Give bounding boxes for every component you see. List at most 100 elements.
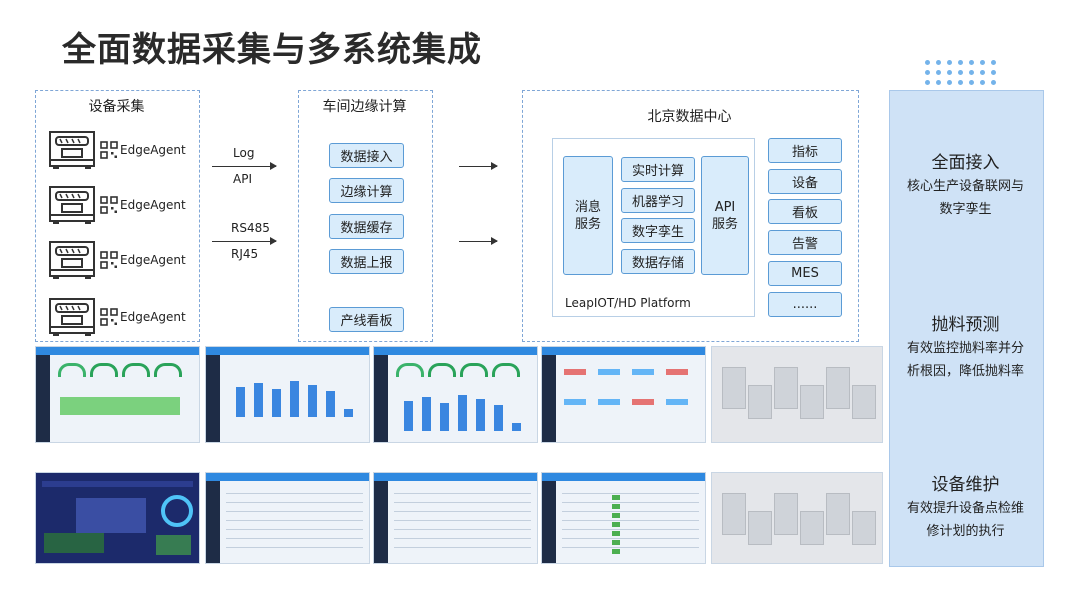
table-row-line	[562, 538, 699, 539]
thumb-header	[542, 473, 705, 481]
screenshot-thumbnail-factory-3d-model	[711, 346, 883, 443]
thumb-header	[36, 347, 199, 355]
machine-shape	[748, 511, 772, 545]
edge-group-label: 车间边缘计算	[322, 99, 407, 115]
compute-item-box: 实时计算	[621, 157, 695, 182]
machine-shape	[852, 511, 876, 545]
bar-mark	[308, 385, 317, 417]
app-item-box: 指标	[768, 138, 842, 163]
dot	[958, 70, 963, 75]
thumb-header	[206, 473, 369, 481]
status-badge	[612, 504, 620, 509]
table-row-line	[226, 502, 363, 503]
arrow-log-api	[212, 162, 277, 170]
status-strip	[60, 397, 180, 415]
machine-shape	[826, 493, 850, 535]
dot	[947, 60, 952, 65]
machine-icon	[49, 298, 95, 336]
gauge-mark	[58, 363, 86, 377]
bar-mark	[458, 395, 467, 431]
edge-item-box: 数据接入	[329, 143, 404, 168]
edge-agent-row: EdgeAgent	[48, 297, 186, 337]
app-item-box: 看板	[768, 199, 842, 224]
device-group	[35, 90, 200, 342]
message-service-box: 消息 服务	[563, 156, 613, 275]
edge-item-box: 数据缓存	[329, 214, 404, 239]
machine-icon	[49, 241, 95, 279]
bar-mark	[326, 391, 335, 417]
protocol-rj45-label: RJ45	[231, 247, 259, 261]
compute-item-box: 机器学习	[621, 188, 695, 213]
edge-agent-label: EdgeAgent	[120, 310, 186, 324]
bar-mark	[254, 383, 263, 417]
screenshot-thumbnail-factory-3d-model	[711, 472, 883, 564]
dash-chart	[156, 535, 191, 555]
table-row-line	[394, 502, 531, 503]
bar-mark	[422, 397, 431, 431]
machine-shape	[774, 367, 798, 409]
table-row-line	[562, 529, 699, 530]
screenshot-thumbnail-flow-diagram	[541, 346, 706, 443]
screenshot-thumbnail-data-table	[205, 472, 370, 564]
table-row-line	[226, 538, 363, 539]
dot	[969, 80, 974, 85]
table-row-line	[562, 520, 699, 521]
dot	[925, 80, 930, 85]
arrow-to-datacenter-bottom	[459, 237, 498, 245]
gauge-mark	[396, 363, 424, 377]
thumb-sidebar	[206, 355, 220, 442]
machine-shape	[800, 511, 824, 545]
thumb-sidebar	[542, 355, 556, 442]
flow-node	[632, 399, 654, 405]
table-row-line	[226, 520, 363, 521]
dot	[936, 80, 941, 85]
platform-label: LeapIOT/HD Platform	[565, 296, 691, 310]
flow-node	[666, 369, 688, 375]
bar-mark	[476, 399, 485, 431]
flow-node	[564, 399, 586, 405]
screenshot-thumbnail-dashboard-gauges	[35, 346, 200, 443]
device-group-label: 设备采集	[88, 99, 145, 115]
thumb-sidebar	[36, 355, 50, 442]
dot	[925, 60, 930, 65]
thumb-sidebar	[542, 481, 556, 563]
app-item-box: ......	[768, 292, 842, 317]
page-title: 全面数据采集与多系统集成	[62, 30, 482, 70]
protocol-log-label: Log	[233, 146, 255, 160]
dot	[991, 80, 996, 85]
machine-shape	[748, 385, 772, 419]
table-row-line	[226, 493, 363, 494]
dot	[925, 70, 930, 75]
gauge-mark	[154, 363, 182, 377]
machine-shape	[722, 493, 746, 535]
dot	[980, 70, 985, 75]
bar-mark	[236, 387, 245, 417]
dash-header	[42, 481, 193, 487]
benefit-title: 设备维护	[931, 475, 1000, 495]
table-row-line	[394, 511, 531, 512]
benefit-description: 有效监控抛料率并分	[906, 341, 1024, 356]
screenshot-thumbnail-status-table	[541, 472, 706, 564]
dot	[947, 70, 952, 75]
table-row-line	[562, 502, 699, 503]
arrow-rs485-rj45	[212, 237, 277, 245]
compute-item-box: 数据存储	[621, 249, 695, 274]
edge-agent-row: EdgeAgent	[48, 130, 186, 170]
machine-icon	[49, 131, 95, 169]
bar-mark	[344, 409, 353, 417]
qr-code-icon	[100, 251, 118, 269]
bar-mark	[440, 403, 449, 431]
dot	[991, 70, 996, 75]
app-item-box: MES	[768, 261, 842, 286]
benefit-title: 抛料预测	[931, 315, 1000, 335]
benefit-description: 有效提升设备点检维	[906, 501, 1024, 516]
status-badge	[612, 540, 620, 545]
machine-icon	[49, 186, 95, 224]
dash-chart	[44, 533, 104, 553]
status-badge	[612, 531, 620, 536]
machine-shape	[826, 367, 850, 409]
thumb-sidebar	[374, 355, 388, 442]
thumb-header	[374, 473, 537, 481]
edge-item-box: 数据上报	[329, 249, 404, 274]
flow-node	[598, 399, 620, 405]
